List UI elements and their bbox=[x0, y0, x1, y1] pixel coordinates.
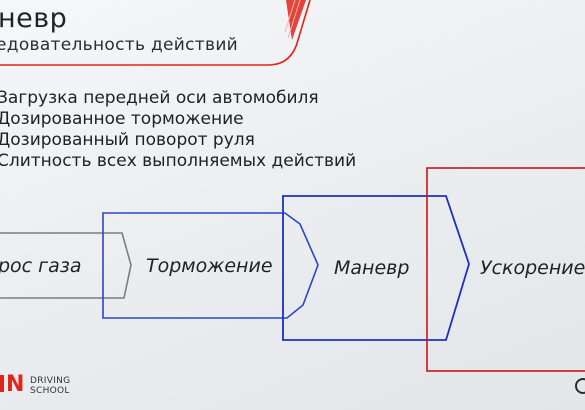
header-accent-stripe bbox=[284, 0, 296, 33]
bullet-item: Дозированный поворот руля bbox=[0, 130, 255, 150]
bullet-list: Загрузка передней оси автомобиля Дозиров… bbox=[0, 88, 356, 172]
logo-mark: N bbox=[6, 372, 24, 397]
flow-step-gas-release bbox=[0, 232, 132, 299]
bullet-item: Дозированное торможение bbox=[0, 109, 244, 129]
flow-step-acceleration bbox=[426, 167, 585, 372]
logo-mark-bar bbox=[0, 375, 4, 392]
flow-label-acceleration: Ускорение bbox=[480, 257, 585, 279]
header-accent-line bbox=[0, 0, 311, 66]
flow-label-maneuver: Маневр bbox=[334, 257, 410, 279]
slide-title: невр bbox=[0, 3, 68, 34]
corner-logo-icon bbox=[575, 378, 585, 394]
logo-line-school: SCHOOL bbox=[30, 386, 70, 396]
slide-subtitle: едовательность действий bbox=[0, 35, 239, 55]
bullet-item: Загрузка передней оси автомобиля bbox=[0, 88, 319, 108]
flow-label-braking: Торможение bbox=[146, 255, 273, 277]
flow-step-braking bbox=[102, 212, 319, 319]
flow-step-maneuver bbox=[282, 195, 470, 341]
flow-label-gas-release: рос газа bbox=[0, 255, 82, 277]
bullet-item: Слитность всех выполняемых действий bbox=[0, 151, 357, 171]
logo-line-driving: DRIVING bbox=[30, 376, 71, 386]
header-accent-stripe bbox=[287, 0, 301, 39]
